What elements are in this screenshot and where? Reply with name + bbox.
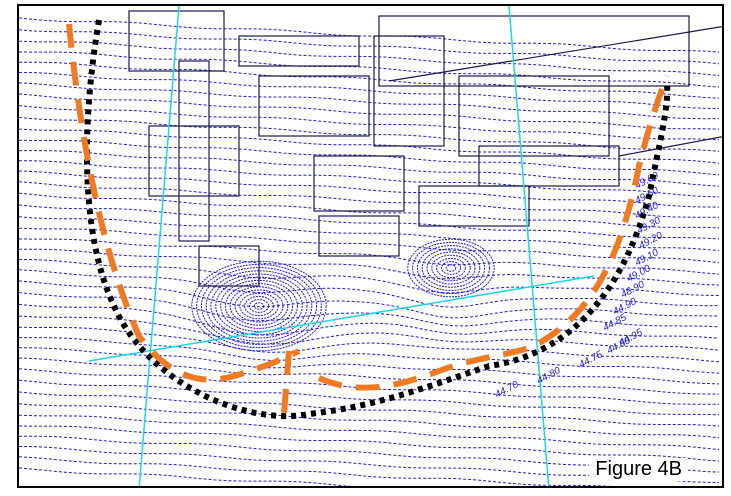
contour-line [19, 170, 720, 208]
cone-contour [248, 299, 270, 313]
building-outline [148, 125, 240, 197]
cone-contour [191, 260, 327, 352]
contour-line [19, 227, 720, 264]
contour-line [19, 467, 352, 486]
contour-line [19, 238, 720, 275]
contour-line [19, 160, 720, 198]
cone-contour [426, 251, 476, 285]
cone-contour [412, 241, 490, 295]
cone-contour [431, 254, 471, 282]
cone-contour [445, 264, 457, 272]
building-outline [178, 60, 210, 242]
building-outline [258, 75, 370, 137]
building-outline [478, 145, 620, 187]
contour-line [19, 445, 720, 483]
contour-line [19, 280, 720, 319]
cone-contour [421, 248, 481, 288]
contour-line [19, 456, 612, 486]
cone-contour [205, 270, 313, 342]
contour-line [19, 379, 720, 416]
building-outline [418, 185, 530, 227]
building-outline [198, 245, 260, 287]
contour-line [19, 403, 720, 439]
contour-line [19, 292, 720, 328]
building-outline [128, 10, 225, 72]
building-outline [313, 155, 405, 212]
contour-line [19, 347, 720, 385]
contour-line [19, 357, 720, 395]
contour-line [19, 128, 720, 164]
cone-contour [220, 279, 298, 333]
contour-line [19, 435, 720, 473]
contour-label: 44.70 [493, 379, 521, 401]
contour-line [19, 204, 720, 240]
figure-caption: Figure 4B [589, 458, 688, 481]
cone-contour [244, 295, 274, 317]
cone-contour [436, 257, 466, 279]
contour-line [19, 414, 720, 451]
building-outline [378, 15, 690, 87]
cone-contour [440, 261, 462, 275]
cone-contour [253, 302, 265, 310]
contour-line [19, 40, 720, 77]
building-outline [458, 75, 610, 157]
building-outline [238, 35, 360, 67]
cone-contour [407, 238, 495, 298]
cone-contour [229, 286, 289, 326]
pipe-line [88, 275, 595, 362]
building-outline [318, 215, 400, 257]
road-line [618, 136, 722, 157]
contour-line [19, 391, 720, 427]
cone-contour [234, 289, 284, 323]
orange-dashed-boundary [66, 23, 670, 415]
contour-line [19, 303, 720, 339]
contour-line [19, 17, 720, 53]
contour-line [19, 139, 720, 176]
contour-labels: 49.6049.5049.4049.3049.2049.1049.0048.90… [493, 170, 665, 401]
cone-contour [416, 245, 486, 291]
pipe-line [508, 6, 550, 486]
road-line [388, 26, 722, 82]
contour-map: 49.6049.5049.4049.3049.2049.1049.0048.90… [19, 6, 722, 486]
contour-line [19, 181, 719, 218]
pipe-lines [88, 6, 595, 486]
cone-contour [239, 292, 279, 320]
building-outline [373, 35, 445, 147]
contour-line [19, 425, 720, 462]
building-outlines [128, 10, 722, 287]
black-dotted-boundary [83, 19, 671, 420]
contour-line [19, 269, 720, 308]
contour-label: 44.75 [577, 349, 605, 371]
contour-line [19, 192, 720, 229]
contour-line [19, 51, 720, 88]
contour-line [19, 150, 720, 187]
contour-line [19, 216, 720, 252]
contour-line [19, 258, 720, 296]
contour-line [19, 29, 720, 65]
pipe-line [138, 6, 180, 486]
